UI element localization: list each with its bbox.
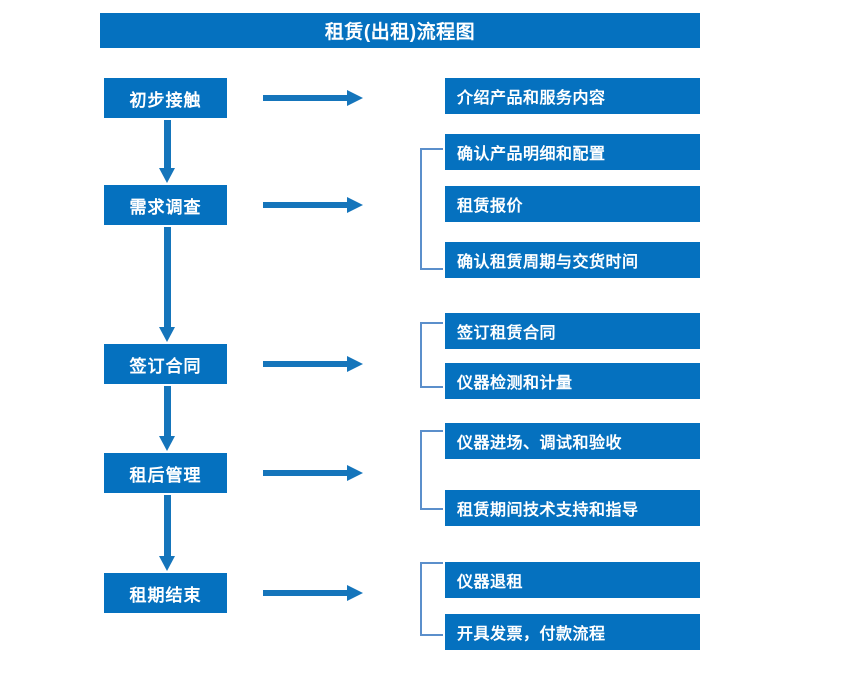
stage-box-4[interactable]: 租后管理 (104, 453, 227, 493)
down-arrow-shaft (164, 227, 171, 328)
detail-box-6[interactable]: 仪器检测和计量 (445, 363, 700, 399)
right-arrow-head (347, 585, 363, 601)
right-arrow-shaft (263, 361, 349, 367)
right-arrow-3 (263, 355, 363, 373)
down-arrow-1-to-2 (159, 120, 175, 183)
down-arrow-head (159, 168, 175, 183)
detail-box-3[interactable]: 租赁报价 (445, 186, 700, 222)
detail-box-5[interactable]: 签订租赁合同 (445, 313, 700, 349)
right-arrow-head (347, 356, 363, 372)
right-arrow-head (347, 197, 363, 213)
right-arrow-5 (263, 584, 363, 602)
right-arrow-head (347, 90, 363, 106)
down-arrow-2-to-3 (159, 227, 175, 342)
right-arrow-4 (263, 464, 363, 482)
down-arrow-shaft (164, 120, 171, 169)
group-bracket-5 (420, 562, 443, 636)
detail-box-9[interactable]: 仪器退租 (445, 562, 700, 598)
right-arrow-shaft (263, 590, 349, 596)
right-arrow-shaft (263, 470, 349, 476)
detail-box-4[interactable]: 确认租赁周期与交货时间 (445, 242, 700, 278)
down-arrow-shaft (164, 495, 171, 557)
detail-box-10[interactable]: 开具发票，付款流程 (445, 614, 700, 650)
page-title: 租赁(出租)流程图 (100, 13, 700, 48)
right-arrow-1 (263, 89, 363, 107)
group-bracket-3 (420, 322, 443, 388)
stage-box-3[interactable]: 签订合同 (104, 344, 227, 384)
down-arrow-head (159, 436, 175, 451)
detail-box-7[interactable]: 仪器进场、调试和验收 (445, 423, 700, 459)
down-arrow-shaft (164, 386, 171, 437)
detail-box-8[interactable]: 租赁期间技术支持和指导 (445, 490, 700, 526)
right-arrow-shaft (263, 202, 349, 208)
stage-box-5[interactable]: 租期结束 (104, 573, 227, 613)
detail-box-1[interactable]: 介绍产品和服务内容 (445, 78, 700, 114)
stage-box-1[interactable]: 初步接触 (104, 78, 227, 118)
down-arrow-head (159, 556, 175, 571)
right-arrow-shaft (263, 95, 349, 101)
stage-box-2[interactable]: 需求调查 (104, 185, 227, 225)
down-arrow-4-to-5 (159, 495, 175, 571)
down-arrow-head (159, 327, 175, 342)
right-arrow-head (347, 465, 363, 481)
down-arrow-3-to-4 (159, 386, 175, 451)
group-bracket-2 (420, 148, 443, 270)
group-bracket-4 (420, 430, 443, 510)
detail-box-2[interactable]: 确认产品明细和配置 (445, 134, 700, 170)
right-arrow-2 (263, 196, 363, 214)
